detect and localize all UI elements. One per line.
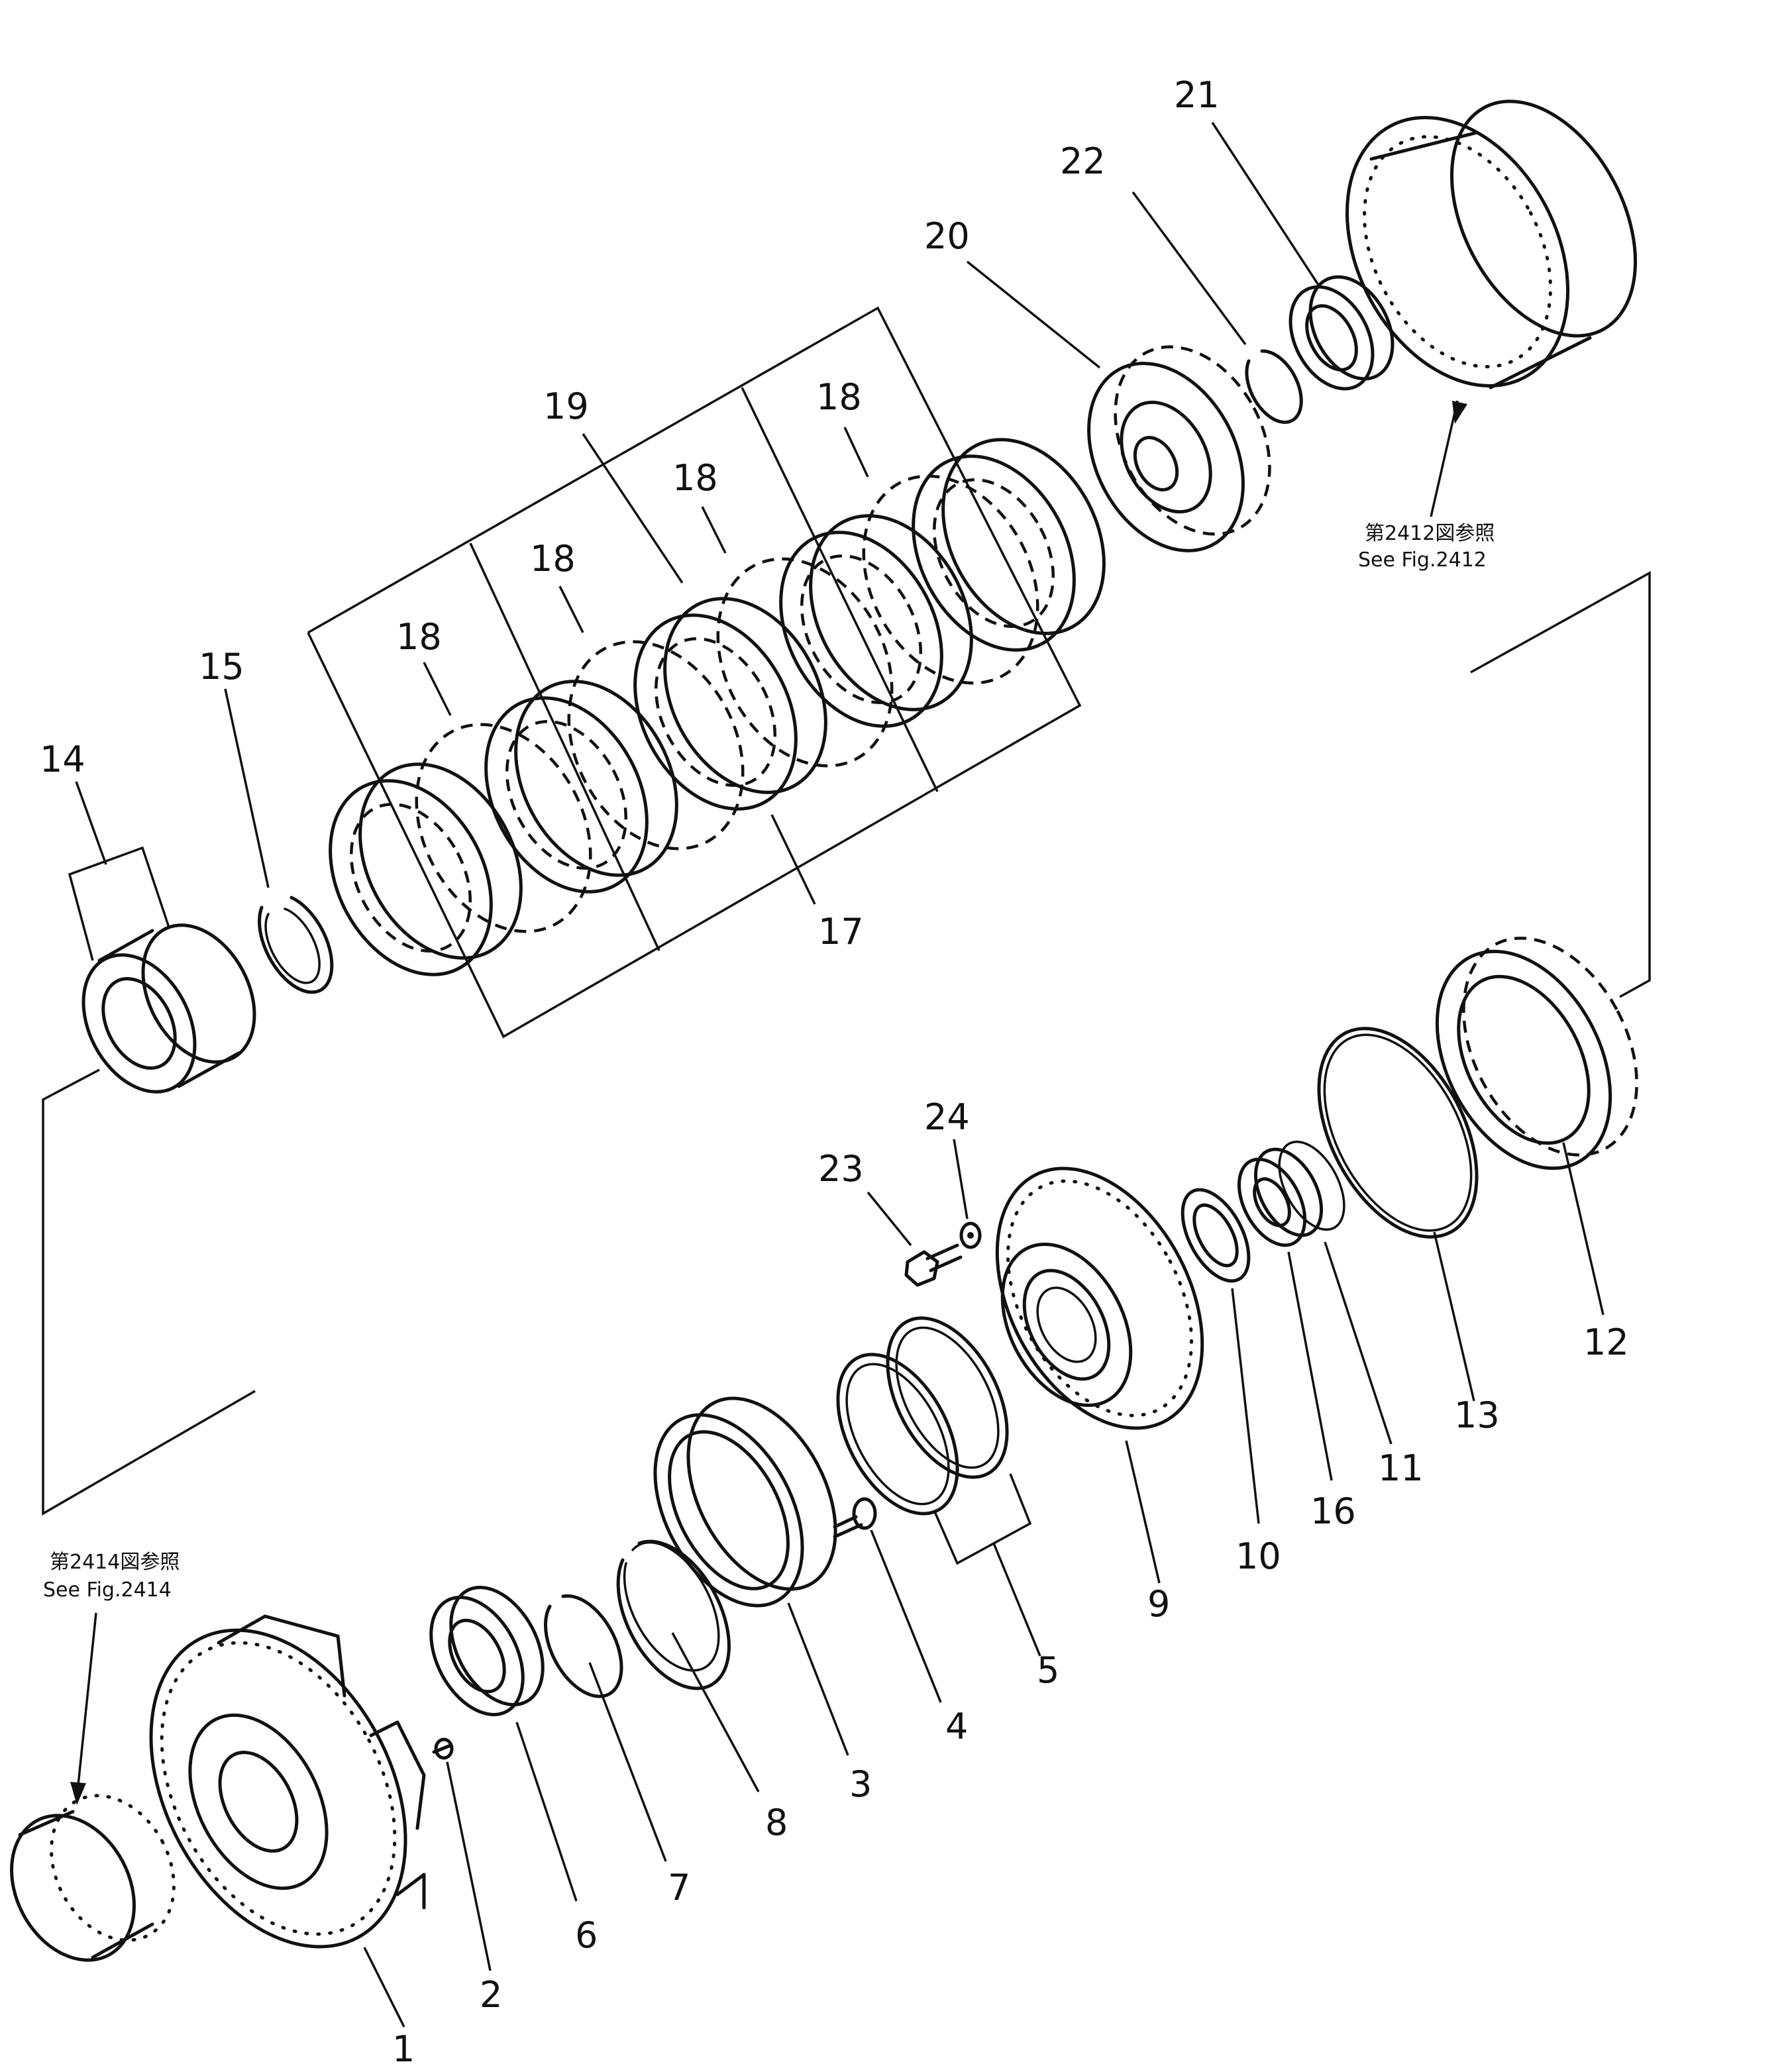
- part-2-plug: [432, 1737, 492, 1971]
- part-23-bolt: [867, 1191, 963, 1287]
- label-part-18b: 18: [530, 538, 576, 580]
- ref-2414-jp: 第2414図参照: [50, 1551, 180, 1574]
- ref-2412-en: See Fig.2412: [1358, 548, 1487, 572]
- adapter-flange: [10, 1794, 176, 1962]
- part-5-plates: [836, 1316, 1041, 1657]
- label-part-1: 1: [392, 2028, 415, 2066]
- fig-2412-reference: 第2412図参照 See Fig.2412: [1358, 400, 1495, 572]
- label-part-17: 17: [818, 911, 864, 953]
- part-7-snap-ring: [544, 1594, 667, 1862]
- label-part-18d: 18: [816, 376, 862, 418]
- clutch-pack-bracket: [307, 306, 1082, 1039]
- label-part-9: 9: [1147, 1583, 1170, 1625]
- label-part-6: 6: [575, 1914, 598, 1956]
- part-3-piston: [653, 1396, 849, 1756]
- label-part-4: 4: [945, 1706, 968, 1747]
- part-8-snap-ring: [616, 1539, 760, 1792]
- label-part-19: 19: [543, 386, 589, 427]
- part-22-snap-ring: [1132, 191, 1303, 425]
- label-part-23: 23: [818, 1148, 864, 1190]
- fig-2414-reference: 第2414図参照 See Fig.2414: [43, 1551, 180, 1805]
- assembly-boundary-line: [42, 571, 1651, 1516]
- ref-2412-jp: 第2412図参照: [1365, 522, 1495, 545]
- part-20-hub: [966, 260, 1271, 552]
- part-9-piston-housing: [995, 1166, 1204, 1584]
- label-part-24: 24: [924, 1096, 970, 1138]
- label-part-14: 14: [40, 739, 85, 780]
- ref-2414-en: See Fig.2414: [43, 1578, 172, 1602]
- part-1-case: [149, 1614, 426, 2028]
- part-16-bearing: [1237, 1147, 1333, 1481]
- label-part-12: 12: [1583, 1321, 1629, 1363]
- label-part-16: 16: [1310, 1490, 1356, 1532]
- label-part-5: 5: [1037, 1649, 1059, 1691]
- label-part-3: 3: [849, 1763, 872, 1805]
- label-part-2: 2: [480, 1974, 502, 2016]
- label-part-7: 7: [668, 1867, 690, 1908]
- part-21-bearing: [1211, 122, 1395, 391]
- label-part-18a: 18: [396, 616, 442, 658]
- part-10-spacer: [1181, 1188, 1260, 1524]
- part-15-snap-ring: [224, 688, 334, 994]
- clutch-disc-stack: [329, 438, 1106, 976]
- part-11-ring: [1278, 1140, 1393, 1445]
- part-6-bearing: [429, 1586, 578, 1902]
- label-part-11: 11: [1378, 1447, 1424, 1489]
- part-labels: 1 2 3 4 5 6 7 8 9 10 11 12 13 14 15 16 1…: [40, 74, 1629, 2066]
- label-part-22: 22: [1060, 140, 1106, 182]
- label-part-10: 10: [1236, 1535, 1281, 1577]
- clutch-leader-lines: [423, 427, 869, 905]
- label-part-20: 20: [924, 215, 970, 257]
- part-14-housing: [68, 781, 256, 1094]
- label-part-13: 13: [1454, 1394, 1500, 1436]
- part-12-ring: [1435, 937, 1638, 1316]
- part-13-oring: [1317, 1027, 1479, 1402]
- part-24-washer: [953, 1139, 982, 1249]
- label-part-15: 15: [199, 646, 244, 688]
- part-4-plug: [833, 1497, 942, 1703]
- label-part-21: 21: [1174, 74, 1220, 116]
- label-part-18c: 18: [672, 457, 718, 499]
- ring-gear-drum: [1345, 99, 1638, 389]
- label-part-8: 8: [765, 1802, 788, 1843]
